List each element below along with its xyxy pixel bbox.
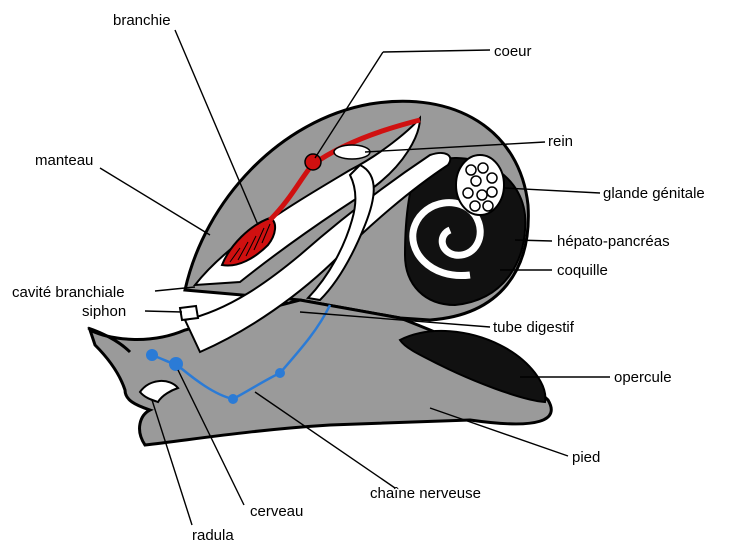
label-cerveau: cerveau [250, 503, 303, 520]
label-siphon: siphon [82, 303, 126, 320]
cerebral-ganglion-2 [169, 357, 183, 371]
leader-hepato [515, 240, 552, 241]
cerebral-ganglion-1 [146, 349, 158, 361]
label-pied: pied [572, 449, 600, 466]
ganglion-4 [275, 368, 285, 378]
leader-siphon [145, 311, 182, 312]
label-radula: radula [192, 527, 234, 542]
label-coquille: coquille [557, 262, 608, 279]
label-cavite-branchiale: cavité branchiale [12, 284, 125, 301]
label-hepato-pancreas: hépato-pancréas [557, 233, 670, 250]
genital-gland [456, 155, 504, 215]
label-coeur: coeur [494, 43, 532, 60]
label-tube-digestif: tube digestif [493, 319, 575, 336]
label-glande-genitale: glande génitale [603, 185, 705, 202]
leader-coeur [383, 50, 490, 52]
label-rein: rein [548, 133, 573, 150]
leader-branchie [175, 30, 258, 225]
label-chaine-nerveuse: chaîne nerveuse [370, 485, 481, 502]
siphon [180, 306, 198, 320]
heart [305, 154, 321, 170]
label-manteau: manteau [35, 152, 93, 169]
kidney [334, 145, 370, 159]
leader-manteau [100, 168, 210, 235]
ganglion-3 [228, 394, 238, 404]
label-opercule: opercule [614, 369, 672, 386]
label-branchie: branchie [113, 12, 171, 29]
